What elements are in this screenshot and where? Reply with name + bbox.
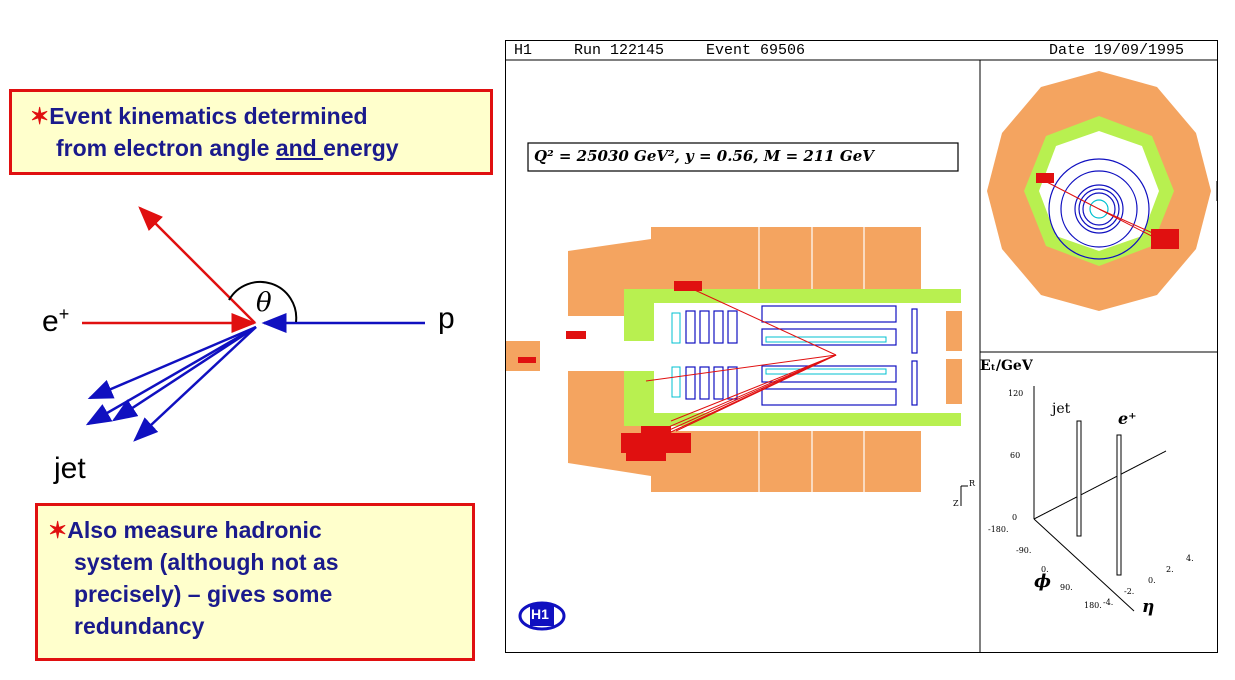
kinematics-note-text: ✶Event kinematics determined from electr… [30,100,399,164]
kinematics-note-box: ✶Event kinematics determined from electr… [9,89,493,175]
lego-jet-label: jet [1052,401,1071,417]
event-display-panel: H1 Run 122145 Event 69506 Date 19/09/199… [505,40,1218,653]
jet-track [133,326,257,442]
lego-eta-tick: 2. [1166,565,1174,574]
hadronic-note-text: ✶Also measure hadronic system (although … [48,514,339,642]
theta-label: θ [256,288,272,318]
lego-phi-label: ϕ [1034,571,1051,592]
lego-tick: 0 [1012,513,1018,522]
star-bullet-icon: ✶ [30,103,50,129]
axis-r-label: R [969,479,976,488]
event-number: Event 69506 [706,42,806,59]
note-line: Also measure hadronic [67,517,322,543]
kinematics-values: Q² = 25030 GeV², y = 0.56, M = 211 GeV [534,147,874,165]
note-underlined: and [275,135,324,161]
note-line: Event kinematics determined [49,103,368,129]
note-line: precisely) – gives some [74,581,333,607]
jet-label: jet [54,452,86,485]
kinematics-diagram [82,206,425,442]
lego-phi-tick: 0. [1041,565,1049,574]
lego-positron-tower [1116,434,1122,576]
scattered-electron [138,206,256,324]
note-line: redundancy [74,613,205,639]
lego-phi-tick: -180. [988,525,1009,534]
note-line: energy [323,135,399,161]
hadronic-note-box: ✶Also measure hadronic system (although … [35,503,475,661]
lego-plot [1033,386,1167,612]
run-number: Run 122145 [574,42,665,59]
angle-arc [228,280,298,323]
jet-track [87,325,257,400]
note-line: from electron angle [56,135,276,161]
h1-logo [518,601,566,631]
lego-eta-label: η [1142,597,1155,617]
lego-tick: 120 [1008,389,1024,398]
lego-phi-tick: 90. [1060,583,1073,592]
end-view [987,71,1217,311]
lego-eta-tick: 0. [1148,576,1156,585]
note-line: system (although not as [74,549,339,575]
lego-tick: 60 [1010,451,1021,460]
lego-phi-tick: 180. [1084,601,1102,610]
axis-z-label: Z [953,499,959,508]
lego-eta-tick: -4. [1103,598,1114,607]
lego-phi-tick: -90. [1016,546,1032,555]
lego-eta-tick: -2. [1124,587,1135,596]
lego-axis-title: Eₜ/GeV [980,358,1033,374]
jet-track [111,325,257,422]
experiment-name: H1 [514,42,533,59]
lego-positron-label: e⁺ [1118,409,1137,428]
jet-track [85,325,257,426]
kinematics-box [527,142,959,172]
event-date: Date 19/09/1995 [1049,42,1185,59]
side-view [506,227,962,492]
positron-label: e+ [42,304,70,338]
lego-jet-tower [1076,420,1082,537]
positron-charge: + [58,304,70,324]
logo-text: H1 [531,606,549,622]
lego-eta-tick: 4. [1186,554,1194,563]
star-bullet-icon: ✶ [48,517,68,543]
proton-label: p [438,302,455,335]
detector-views [506,59,1217,652]
